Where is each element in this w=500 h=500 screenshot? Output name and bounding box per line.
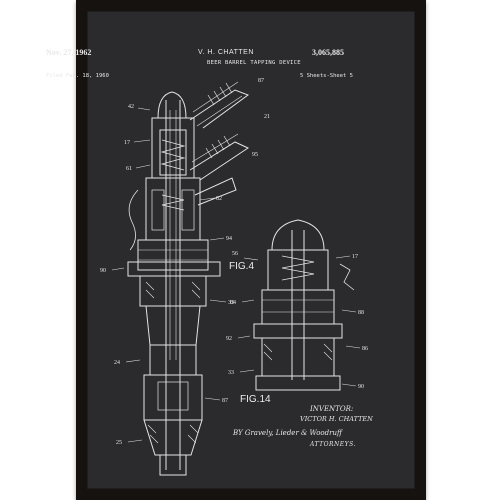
patent-title: BEER BARREL TAPPING DEVICE <box>207 60 301 66</box>
svg-text:61: 61 <box>126 166 132 172</box>
attorneys-label: ATTORNEYS. <box>310 441 356 448</box>
figure-14-label: FIG.14 <box>240 394 271 405</box>
figure-4-label: FIG.4 <box>229 261 255 272</box>
svg-text:24: 24 <box>114 360 120 366</box>
svg-text:25: 25 <box>116 440 122 446</box>
svg-text:90: 90 <box>100 268 106 274</box>
inventor-label: INVENTOR: <box>310 405 354 413</box>
patent-drawing: 42 17 61 82 94 90 33 24 87 25 56 17 84 88 92 86 33 9… <box>100 78 368 476</box>
svg-text:82: 82 <box>216 196 222 202</box>
sheet-count: 5 Sheets-Sheet 5 <box>300 73 353 79</box>
svg-text:33: 33 <box>228 300 234 306</box>
inventor-header: V. H. CHATTEN <box>198 49 254 56</box>
svg-text:92: 92 <box>226 336 232 342</box>
svg-text:42: 42 <box>128 104 134 110</box>
svg-text:87: 87 <box>258 78 264 84</box>
svg-text:17: 17 <box>352 254 358 260</box>
svg-text:84: 84 <box>230 300 236 306</box>
svg-text:87: 87 <box>222 398 228 404</box>
picture-frame <box>76 0 426 500</box>
svg-text:56: 56 <box>232 251 238 257</box>
svg-text:90: 90 <box>358 384 364 390</box>
svg-text:21: 21 <box>264 114 270 120</box>
patent-date: Nov. 27, 1962 <box>46 48 92 57</box>
svg-text:95: 95 <box>252 152 258 158</box>
inventor-name: VICTOR H. CHATTEN <box>300 415 373 423</box>
filed-date: Filed Feb. 18, 1960 <box>46 73 109 79</box>
patent-number: 3,065,885 <box>312 48 344 57</box>
attorney-signature: BY Gravely, Lieder & Woodruff <box>233 429 342 437</box>
svg-text:86: 86 <box>362 346 368 352</box>
svg-text:94: 94 <box>226 236 232 242</box>
svg-text:17: 17 <box>124 140 130 146</box>
svg-text:88: 88 <box>358 310 364 316</box>
svg-text:33: 33 <box>228 370 234 376</box>
